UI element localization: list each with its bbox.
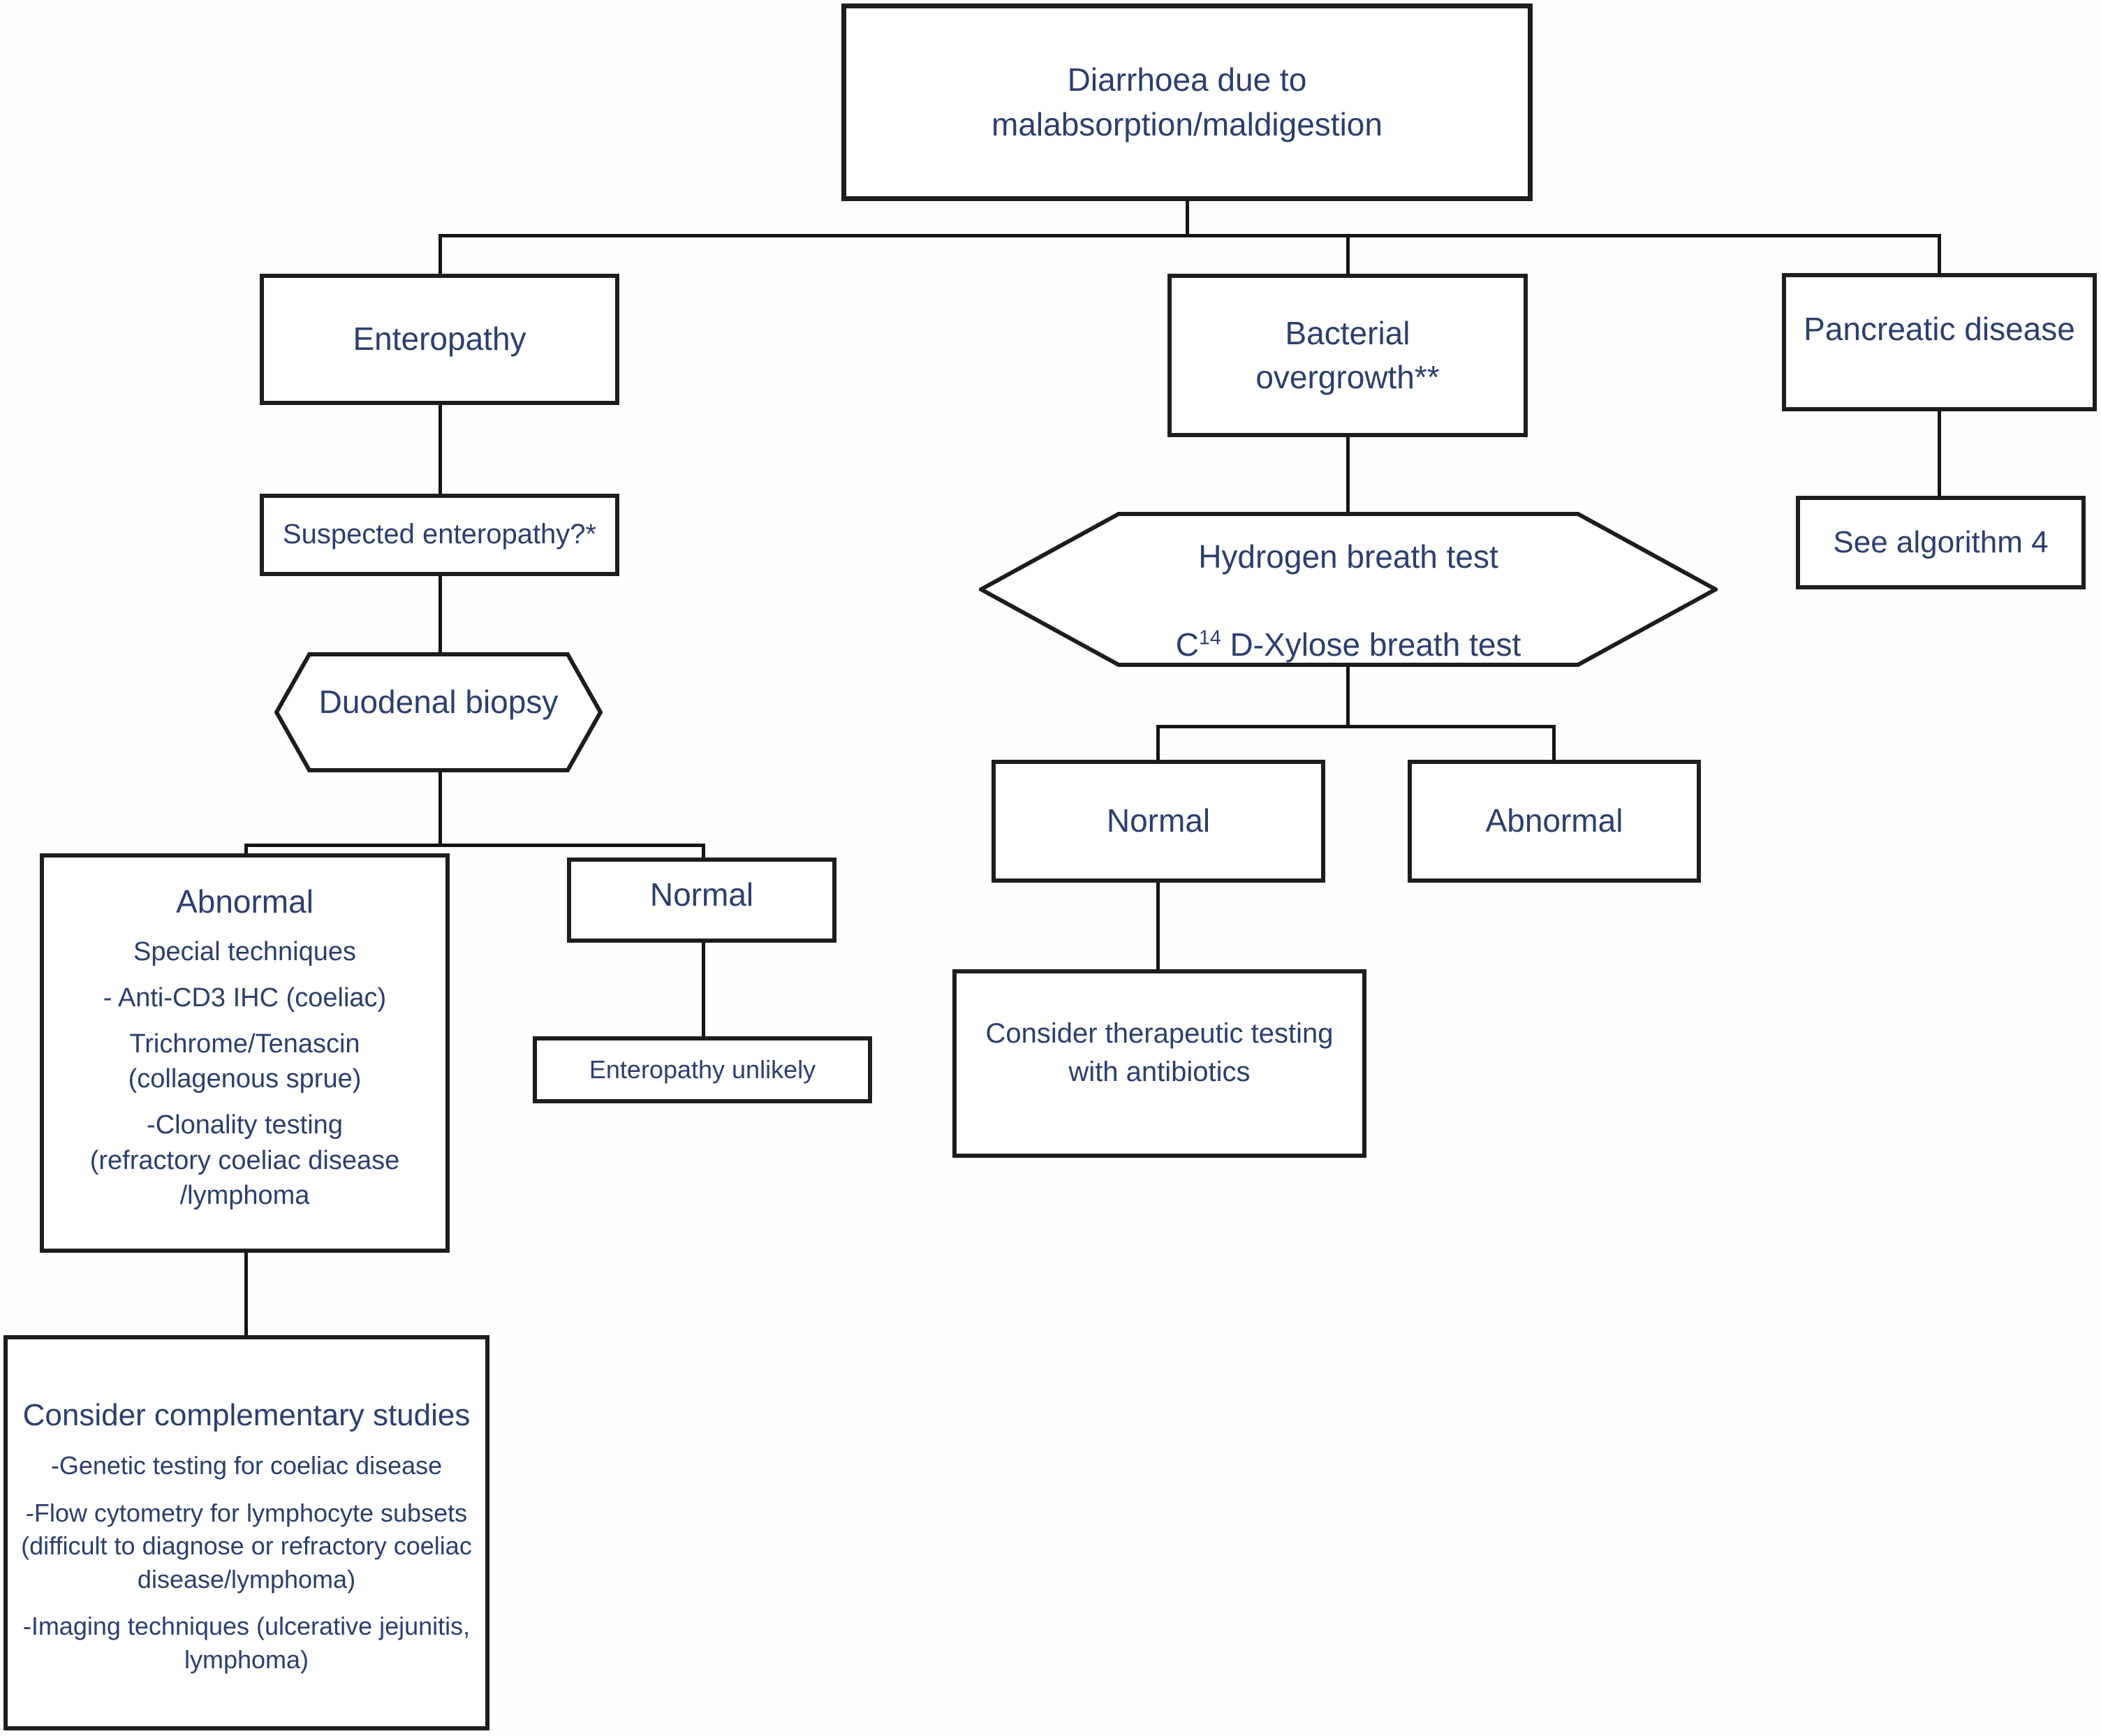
- node-root-label: Diarrhoea due to malabsorption/maldigest…: [991, 61, 1383, 142]
- node-breath-normal-label: Normal: [1106, 802, 1211, 839]
- connector-drop-bacterial: [1346, 234, 1350, 276]
- node-breath-abnormal: Abnormal: [1408, 760, 1701, 883]
- node-biopsy-abnormal: Abnormal Special techniques - Anti-CD3 I…: [40, 853, 450, 1253]
- connector-breathtest-split: [1346, 663, 1350, 728]
- node-pancreatic-disease-label: Pancreatic disease: [1804, 311, 2075, 348]
- hexagon-shape: [979, 512, 1718, 667]
- node-suspected-enteropathy: Suspected enteropathy?*: [260, 494, 619, 576]
- connector-breathtest-spine: [1156, 725, 1556, 728]
- node-complementary-studies: Consider complementary studies -Genetic …: [3, 1335, 489, 1730]
- connector-drop-enteropathy: [438, 234, 442, 276]
- node-biopsy-abnormal-title: Abnormal: [176, 883, 314, 920]
- node-breath-test: Hydrogen breath test C14 D-Xylose breath…: [979, 512, 1718, 667]
- node-pancreatic-disease: Pancreatic disease: [1782, 273, 2097, 411]
- node-biopsy-normal-label: Normal: [649, 876, 754, 913]
- complementary-item: -Flow cytometry for lymphocyte subsets (…: [21, 1498, 472, 1594]
- breath-test-isotope-base: C: [1175, 626, 1199, 663]
- connector-drop-biopsy-normal: [702, 844, 705, 858]
- node-biopsy-normal: Normal: [567, 858, 836, 943]
- node-breath-normal: Normal: [991, 760, 1325, 883]
- node-enteropathy-label: Enteropathy: [353, 321, 526, 358]
- connector-suspected-biopsy: [438, 564, 442, 654]
- connector-biopsy-split: [438, 770, 442, 846]
- node-antibiotic-testing: Consider therapeutic testing with antibi…: [952, 969, 1366, 1158]
- node-bacterial-overgrowth: Bacterial overgrowth**: [1167, 274, 1528, 437]
- node-bacterial-overgrowth-label: Bacterial overgrowth**: [1255, 314, 1440, 395]
- connector-drop-pancreatic: [1938, 234, 1941, 273]
- breath-test-line1: Hydrogen breath test: [1198, 538, 1498, 575]
- abnormal-item: Trichrome/Tenascin (collagenous sprue): [128, 1029, 362, 1094]
- node-see-algorithm: See algorithm 4: [1796, 496, 2086, 589]
- abnormal-item: - Anti-CD3 IHC (coeliac): [103, 983, 387, 1013]
- abnormal-item: -Clonality testing (refractory coeliac d…: [89, 1110, 400, 1210]
- connector-biopsy-spine: [244, 844, 705, 847]
- breath-test-line2-rest: D-Xylose breath test: [1221, 626, 1521, 663]
- node-breath-abnormal-label: Abnormal: [1485, 802, 1623, 839]
- connector-drop-biopsy-abnormal: [244, 844, 248, 856]
- node-breath-test-label: Hydrogen breath test C14 D-Xylose breath…: [979, 512, 1718, 667]
- node-see-algorithm-label: See algorithm 4: [1833, 524, 2049, 559]
- complementary-item: -Imaging techniques (ulcerative jejuniti…: [22, 1612, 471, 1674]
- node-duodenal-biopsy-label: Duodenal biopsy: [318, 684, 559, 721]
- node-complementary-studies-title: Consider complementary studies: [22, 1398, 471, 1432]
- connector-abnormal-complementary: [244, 1250, 248, 1337]
- connector-drop-breath-normal: [1156, 725, 1160, 760]
- connector-root-stub: [1186, 201, 1189, 237]
- connector-bacterial-breathtest: [1346, 436, 1350, 514]
- connector-top-spine: [438, 234, 1941, 237]
- abnormal-item: Special techniques: [133, 936, 356, 966]
- breath-test-isotope-sup: 14: [1198, 627, 1221, 650]
- hexagon-shape: [274, 652, 603, 772]
- connector-pancreatic-algorithm: [1938, 409, 1941, 496]
- connector-normal-antibiotics: [1156, 881, 1160, 969]
- connector-enteropathy-suspected: [438, 404, 442, 496]
- node-suspected-enteropathy-label: Suspected enteropathy?*: [282, 519, 597, 550]
- node-enteropathy: Enteropathy: [260, 274, 619, 405]
- node-enteropathy-unlikely-label: Enteropathy unlikely: [589, 1055, 816, 1084]
- node-antibiotic-testing-label: Consider therapeutic testing with antibi…: [985, 1017, 1334, 1087]
- node-root: Diarrhoea due to malabsorption/maldigest…: [841, 3, 1533, 201]
- node-duodenal-biopsy: Duodenal biopsy: [274, 652, 603, 772]
- connector-drop-breath-abnormal: [1552, 725, 1556, 760]
- complementary-item: -Genetic testing for coeliac disease: [50, 1451, 443, 1480]
- connector-normal-unlikely: [702, 941, 705, 1036]
- node-enteropathy-unlikely: Enteropathy unlikely: [533, 1036, 872, 1103]
